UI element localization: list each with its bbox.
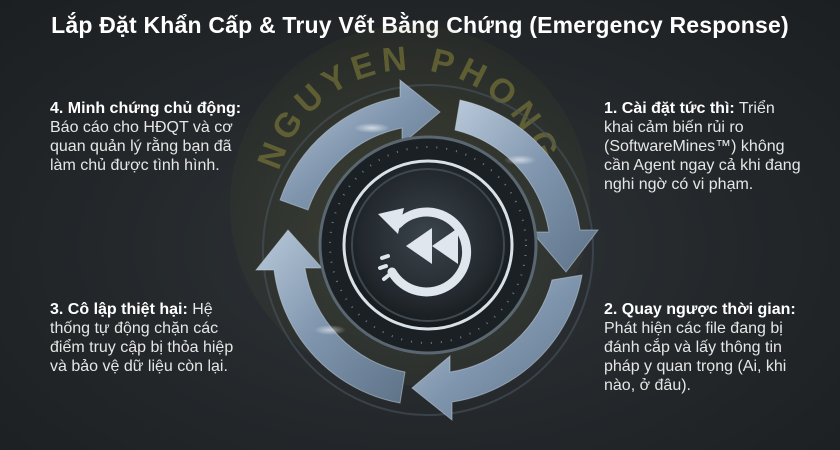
step-1: 1. Cài đặt tức thì: Triển khai cảm biến … [604, 99, 804, 194]
arrow-top [279, 78, 441, 211]
step-2-heading: 2. Quay ngược thời gian: [604, 301, 796, 318]
step-3-body: Hệ thống tự động chặn các điểm truy cập … [50, 301, 234, 375]
step-4: 4. Minh chứng chủ động: Báo cáo cho HĐQT… [50, 99, 250, 175]
step-3-heading: 3. Cô lập thiệt hại: [50, 301, 188, 318]
step-4-body: Báo cáo cho HĐQT và cơ quan quản lý rằng… [50, 119, 233, 174]
arrow-right [454, 99, 600, 273]
step-1-heading: 1. Cài đặt tức thì: [604, 100, 735, 117]
step-2: 2. Quay ngược thời gian: Phát hiện các f… [604, 300, 804, 395]
rewind-icon [378, 207, 472, 297]
arrow-left [254, 229, 406, 404]
step-3: 3. Cô lập thiệt hại: Hệ thống tự động ch… [50, 300, 250, 376]
cycle-arrows [254, 78, 600, 422]
step-2-body: Phát hiện các file đang bị đánh cắp và l… [604, 320, 787, 394]
step-1-body: Triển khai cảm biến rủi ro (SoftwareMine… [604, 100, 801, 193]
arrow-bottom [411, 274, 583, 422]
step-4-heading: 4. Minh chứng chủ động: [50, 100, 242, 117]
outer-ring [262, 84, 594, 416]
